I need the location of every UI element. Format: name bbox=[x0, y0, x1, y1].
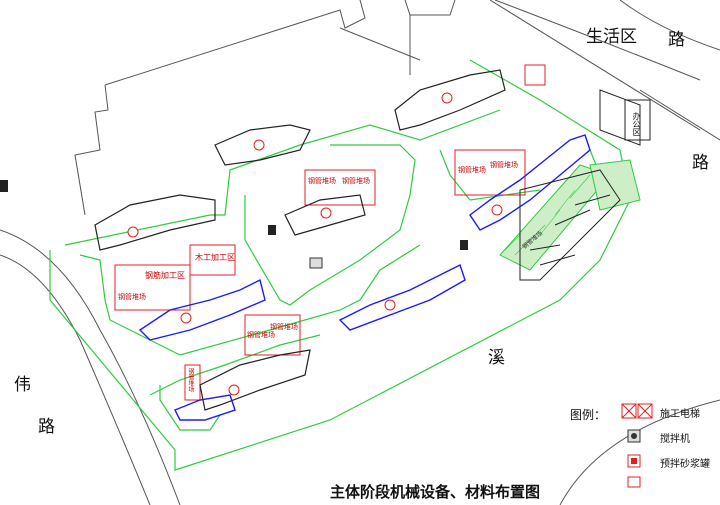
stack-label-3: 钢管堆场 bbox=[458, 166, 486, 174]
xi-road-label: 溪 bbox=[488, 348, 505, 368]
tower-crane-marker-2 bbox=[253, 139, 265, 151]
tower-crane-icon bbox=[627, 476, 641, 488]
legend-label-mixer: 搅拌机 bbox=[660, 433, 690, 445]
wei-road-label: 伟 bbox=[14, 375, 31, 395]
stack-box-7 bbox=[524, 64, 546, 86]
legend-item-elevator: 施工电梯 bbox=[660, 404, 700, 420]
steel-yard-label: 钢筋加工区 bbox=[145, 271, 185, 280]
mixer-marker bbox=[309, 257, 323, 269]
road-label-top-right-1: 路 bbox=[668, 30, 685, 50]
tower-crane-marker-4 bbox=[320, 207, 332, 219]
construction-elevator-icon bbox=[621, 403, 653, 419]
stack-label-4: 钢管堆场 bbox=[490, 161, 518, 169]
building-b bbox=[214, 124, 311, 166]
building-h bbox=[338, 264, 466, 331]
wood-yard-label: 木工加工区 bbox=[195, 253, 235, 262]
building-d bbox=[284, 194, 366, 236]
stack-label-6: 钢管堆场 bbox=[247, 331, 275, 339]
stack-label-7: 钢管堆场 bbox=[270, 323, 298, 331]
buildings-blue bbox=[138, 134, 591, 421]
page-title: 主体阶段机械设备、材料布置图 bbox=[330, 483, 541, 501]
material-stack-boxes bbox=[114, 64, 546, 401]
stack-box-1 bbox=[304, 169, 376, 206]
tower-crane-marker-6 bbox=[180, 312, 192, 324]
legend-icons bbox=[621, 403, 653, 488]
building-e bbox=[199, 349, 311, 411]
stack-box-6 bbox=[184, 364, 201, 401]
stack-box-2 bbox=[454, 149, 526, 196]
office-label: 办公区 bbox=[632, 112, 641, 136]
living-office-zone bbox=[519, 89, 651, 281]
internal-roads bbox=[49, 59, 631, 471]
living-zone-label: 生活区 bbox=[586, 27, 637, 47]
legend-item-mixer: 搅拌机 bbox=[660, 429, 690, 445]
tower-crane-marker-8 bbox=[228, 384, 240, 396]
tower-crane-marker-5 bbox=[491, 204, 503, 216]
mixer-icon bbox=[627, 429, 641, 443]
hatched-storage-area bbox=[499, 159, 641, 271]
legend-heading: 图例： bbox=[570, 408, 607, 422]
building-f bbox=[469, 134, 591, 231]
stack-box-4 bbox=[189, 244, 236, 276]
mortar-tank-marker-1 bbox=[460, 240, 468, 250]
building-c bbox=[94, 194, 216, 251]
stack-label-2: 钢管堆场 bbox=[342, 177, 370, 185]
mortar-tank-marker-2 bbox=[268, 225, 276, 235]
road-label-top-right-2: 路 bbox=[692, 153, 709, 173]
stack-label-1: 钢管堆场 bbox=[308, 177, 336, 185]
stack-label-5: 钢管堆场 bbox=[118, 293, 146, 301]
mortar-tank-icon bbox=[627, 454, 641, 468]
tower-crane-marker-3 bbox=[127, 226, 139, 238]
tower-crane-marker-7 bbox=[384, 299, 396, 311]
legend-label-mortar: 预拌砂浆罐 bbox=[660, 458, 710, 470]
tower-crane-marker-1 bbox=[441, 92, 453, 104]
legend-label-elevator: 施工电梯 bbox=[660, 408, 700, 420]
building-g bbox=[138, 278, 266, 341]
building-a bbox=[394, 69, 506, 131]
equipment-markers bbox=[0, 92, 503, 396]
road-label-left: 路 bbox=[38, 417, 55, 437]
stack-label-8: 钢管堆场 bbox=[187, 368, 194, 392]
building-i bbox=[174, 394, 236, 421]
buildings-black bbox=[94, 69, 506, 411]
stack-box-5 bbox=[244, 314, 301, 356]
stack-box-3 bbox=[114, 264, 191, 311]
mortar-tank-marker-3 bbox=[0, 180, 8, 192]
office-block bbox=[624, 99, 651, 141]
legend-item-mortar: 预拌砂浆罐 bbox=[660, 454, 710, 470]
